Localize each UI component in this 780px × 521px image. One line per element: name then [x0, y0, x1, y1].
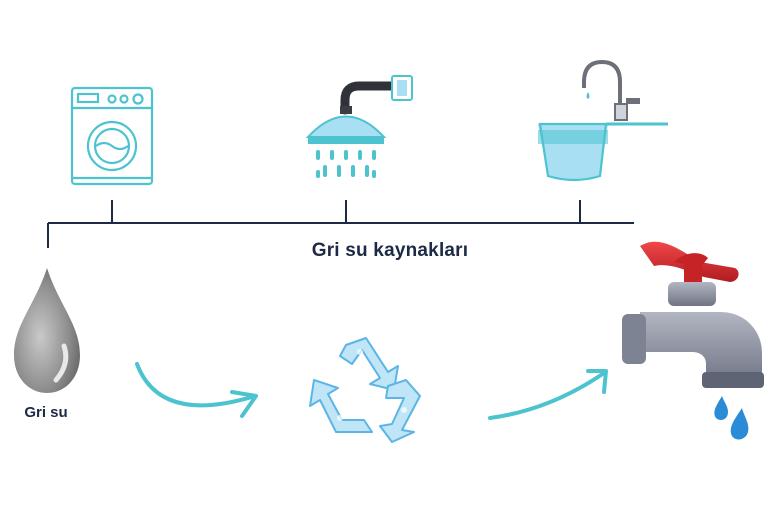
- tap-icon: [622, 241, 764, 440]
- flow-arrow-right: [488, 369, 608, 420]
- sources-connector: [47, 200, 634, 248]
- shower-icon: [305, 75, 413, 178]
- gray-water-label: Gri su: [24, 404, 68, 421]
- washing-machine-icon: [70, 86, 154, 186]
- water-drop-icon: [14, 268, 80, 393]
- gray-water-sources-label: Gri su kaynakları: [311, 240, 469, 261]
- flow-arrow-left: [135, 362, 258, 418]
- sink-icon: [538, 59, 668, 182]
- recycle-icon: [309, 337, 421, 443]
